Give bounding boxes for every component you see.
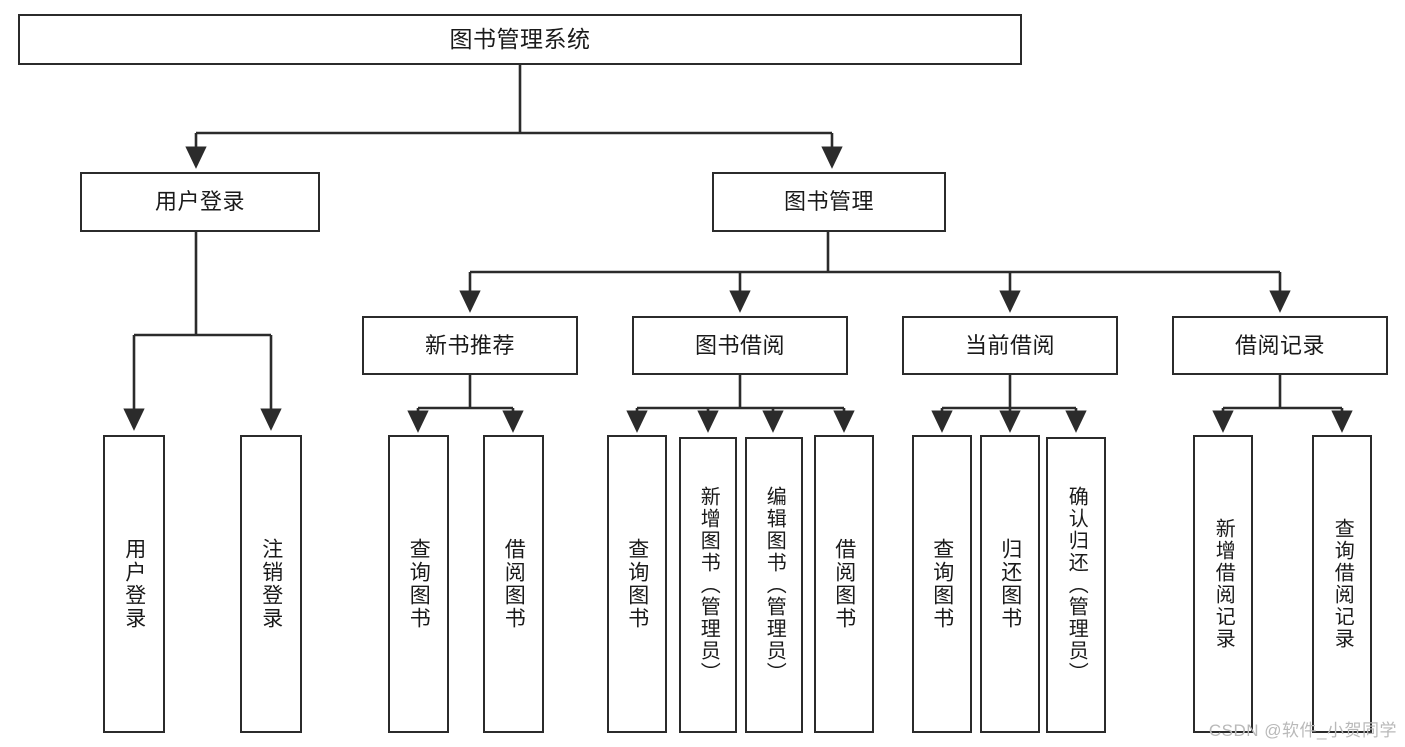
node-leaf-borrow-edit-book-admin[interactable]: 编辑图书（管理员）: [745, 437, 803, 733]
node-root-system[interactable]: 图书管理系统: [18, 14, 1022, 65]
node-label: 图书借阅: [694, 332, 785, 358]
node-leaf-user-login-signin[interactable]: 用户登录: [103, 435, 165, 733]
node-leaf-new-book-query[interactable]: 查询图书: [388, 435, 449, 733]
node-current-borrow[interactable]: 当前借阅: [902, 316, 1118, 375]
node-user-login[interactable]: 用户登录: [80, 172, 320, 232]
node-book-borrow[interactable]: 图书借阅: [632, 316, 848, 375]
node-leaf-borrow-borrow-book[interactable]: 借阅图书: [814, 435, 874, 733]
node-leaf-borrow-query-book[interactable]: 查询图书: [607, 435, 667, 733]
node-leaf-borrow-add-book-admin[interactable]: 新增图书（管理员）: [679, 437, 737, 733]
node-label: 借阅图书: [832, 538, 856, 630]
node-label: 归还图书: [998, 538, 1022, 630]
node-label: 新书推荐: [424, 332, 515, 358]
node-label: 新增借阅记录: [1212, 518, 1235, 650]
csdn-watermark: CSDN @软件_小贺同学: [1208, 721, 1397, 740]
node-leaf-record-query-record[interactable]: 查询借阅记录: [1312, 435, 1372, 733]
node-leaf-user-login-signout[interactable]: 注销登录: [240, 435, 302, 733]
node-label: 查询借阅记录: [1331, 518, 1354, 650]
node-label: 借阅图书: [502, 538, 526, 630]
node-leaf-current-return-book[interactable]: 归还图书: [980, 435, 1040, 733]
node-label: 用户登录: [154, 189, 245, 215]
node-leaf-new-book-borrow[interactable]: 借阅图书: [483, 435, 544, 733]
node-label: 编辑图书（管理员）: [763, 486, 786, 684]
node-label: 查询图书: [930, 538, 954, 630]
node-borrow-record[interactable]: 借阅记录: [1172, 316, 1388, 375]
node-label: 确认归还（管理员）: [1065, 486, 1088, 684]
node-new-book-recommend[interactable]: 新书推荐: [362, 316, 578, 375]
node-label: 查询图书: [625, 538, 649, 630]
node-label: 当前借阅: [964, 332, 1055, 358]
node-label: 借阅记录: [1234, 332, 1325, 358]
node-label: 图书管理系统: [449, 25, 591, 52]
node-label: 用户登录: [122, 538, 146, 630]
node-leaf-record-add-record[interactable]: 新增借阅记录: [1193, 435, 1253, 733]
node-label: 新增图书（管理员）: [697, 486, 720, 684]
node-leaf-current-query-book[interactable]: 查询图书: [912, 435, 972, 733]
node-label: 注销登录: [259, 538, 283, 630]
node-book-management[interactable]: 图书管理: [712, 172, 946, 232]
node-leaf-current-confirm-return-admin[interactable]: 确认归还（管理员）: [1046, 437, 1106, 733]
node-label: 图书管理: [783, 189, 874, 215]
node-label: 查询图书: [407, 538, 431, 630]
